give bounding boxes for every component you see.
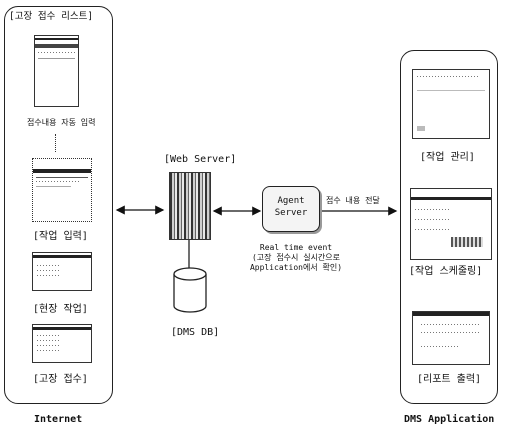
work-input-label: [작업 입력] xyxy=(33,231,88,243)
dms-application-label: DMS Application xyxy=(404,414,494,426)
field-work-label: [현장 작업] xyxy=(33,304,88,316)
work-mgmt-thumbnail xyxy=(412,69,490,139)
internet-label: Internet xyxy=(34,414,82,426)
fault-list-thumbnail xyxy=(34,35,79,107)
web-server-label: [Web Server] xyxy=(164,154,236,166)
web-server-icon xyxy=(169,172,211,240)
work-mgmt-label: [작업 관리] xyxy=(420,152,475,164)
auto-input-caption: 접수내용 자동 입력 xyxy=(27,118,96,128)
field-work-thumbnail xyxy=(32,252,92,291)
report-label: [리포트 출력] xyxy=(417,374,481,386)
transfer-arrow-label: 접수 내용 전달 xyxy=(326,196,380,206)
report-thumbnail xyxy=(412,311,490,365)
work-schedule-label: [작업 스케줄링] xyxy=(409,266,482,278)
agent-server-label: Agent Server xyxy=(263,195,319,219)
ellipsis-connector xyxy=(55,134,56,152)
internet-panel-title: [고장 접수 리스트] xyxy=(9,11,93,23)
agent-server-box: Agent Server xyxy=(262,186,320,232)
work-input-thumbnail xyxy=(32,158,92,222)
realtime-event-note: Real time event (고장 접수시 실시간으로 Applicatio… xyxy=(238,243,354,273)
fault-receipt-thumbnail xyxy=(32,324,92,363)
database-icon xyxy=(172,266,208,314)
fault-receipt-label: [고장 접수] xyxy=(33,374,88,386)
database-label: [DMS DB] xyxy=(171,327,219,339)
work-schedule-thumbnail xyxy=(410,188,492,260)
